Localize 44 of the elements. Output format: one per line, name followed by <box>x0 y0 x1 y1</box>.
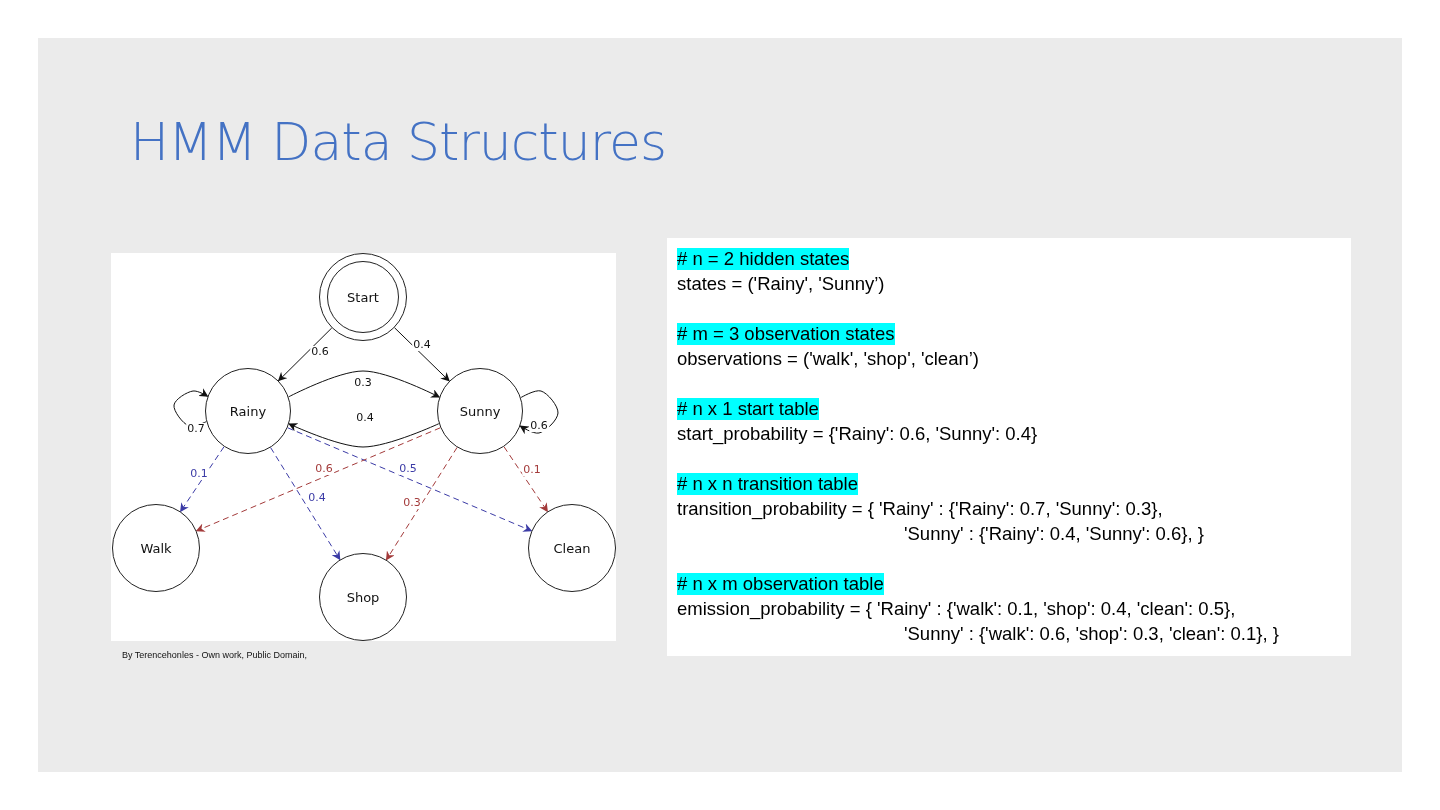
arrow <box>277 327 333 382</box>
state-label: Shop <box>346 589 380 605</box>
code-line: states = ('Rainy', 'Sunny’) <box>677 273 885 295</box>
code-line: transition_probability = { 'Rainy' : {'Rainy': 0.7, 'Sunny': 0.3}, <box>677 498 1163 520</box>
code-line: 'Sunny' : {'walk': 0.6, 'shop': 0.3, 'clean': 0.1}, } <box>904 623 1279 645</box>
arrow <box>270 447 341 561</box>
arrow <box>288 423 440 448</box>
edge-label: 0.3 <box>353 377 373 389</box>
code-line: 'Sunny' : {'Rainy': 0.4, 'Sunny': 0.6}, } <box>904 523 1204 545</box>
highlighted-comment: # m = 3 observation states <box>677 323 895 345</box>
arrow <box>503 446 548 513</box>
image-credit: By Terencehonles - Own work, Public Domain, <box>122 650 307 660</box>
arrow <box>173 388 209 427</box>
arrow <box>394 327 450 382</box>
arrow <box>180 446 225 513</box>
state-label: Clean <box>553 540 591 556</box>
edge-label: 0.7 <box>186 423 206 435</box>
code-line: emission_probability = { 'Rainy' : {'walk': 0.1, 'shop': 0.4, 'clean': 0.5}, <box>677 598 1236 620</box>
code-line: observations = ('walk', 'shop', 'clean’) <box>677 348 979 370</box>
state-label: Rainy <box>229 403 267 419</box>
edge-label: 0.4 <box>355 412 375 424</box>
highlighted-comment: # n x 1 start table <box>677 398 819 420</box>
edge-label: 0.6 <box>314 463 334 475</box>
edge-label: 0.6 <box>529 420 549 432</box>
edge-label: 0.4 <box>307 492 327 504</box>
arrow <box>519 390 559 435</box>
arrow <box>288 370 441 398</box>
state-label: Sunny <box>459 403 501 419</box>
edge-label: 0.5 <box>398 463 418 475</box>
arrow <box>287 427 533 532</box>
edge-label: 0.1 <box>522 464 542 476</box>
highlighted-comment: # n x n transition table <box>677 473 858 495</box>
state-label: Start <box>347 289 379 305</box>
highlighted-comment: # n x m observation table <box>677 573 884 595</box>
slide-title: HMM Data Structures <box>130 112 667 172</box>
arrow <box>195 427 441 532</box>
edge-label: 0.1 <box>189 468 209 480</box>
arrow <box>385 446 458 561</box>
state-label: Walk <box>140 540 172 556</box>
edge-label: 0.6 <box>310 346 330 358</box>
edge-label: 0.4 <box>412 339 432 351</box>
highlighted-comment: # n = 2 hidden states <box>677 248 850 270</box>
edge-label: 0.3 <box>402 497 422 509</box>
code-line: start_probability = {'Rainy': 0.6, 'Sunny': 0.4} <box>677 423 1038 445</box>
